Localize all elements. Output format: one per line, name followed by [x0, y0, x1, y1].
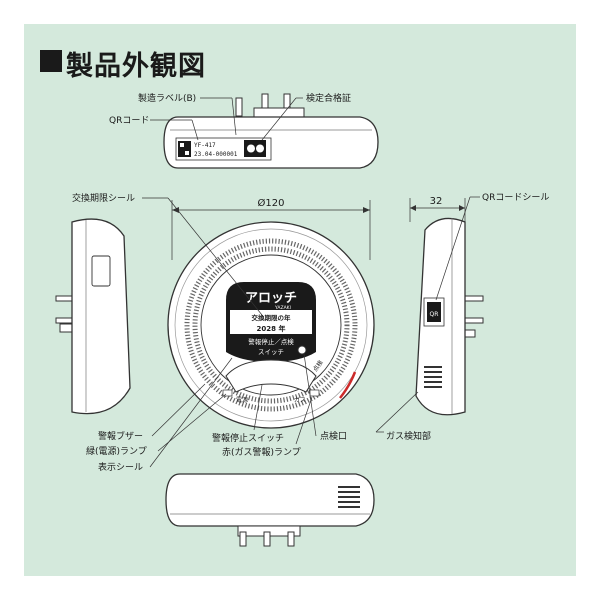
- side-vent-slots: [424, 366, 442, 388]
- left-view: [55, 218, 131, 415]
- dimension-depth: 32: [430, 196, 443, 207]
- qr-code-icon: [178, 141, 191, 157]
- model-text: YF-417: [194, 142, 216, 149]
- green-lamp: [222, 389, 233, 397]
- brand-logo: アロッチ: [245, 291, 297, 306]
- stop-switch-button[interactable]: [225, 359, 317, 393]
- bottom-view: [165, 473, 375, 547]
- top-prong: [235, 97, 243, 117]
- outer-ring-edge: [174, 228, 368, 422]
- replacement-line: 交換期限の年: [252, 313, 292, 322]
- lamp-right-text: ガス: [294, 396, 306, 404]
- left-prong: [55, 317, 73, 324]
- display-sticker-label: 表示シール: [98, 461, 143, 473]
- bottom-prong: [287, 531, 295, 547]
- left-prong: [55, 295, 73, 302]
- replacement-sticker: [230, 310, 312, 334]
- lamp-left-text: 電源: [236, 396, 248, 404]
- grille-ring: [184, 238, 358, 412]
- replacement-year: 2028 年: [257, 324, 286, 333]
- dimension-diameter: Ø120: [258, 197, 285, 209]
- qr-code-label: QRコード: [109, 116, 149, 126]
- bottom-vent-slots: [338, 486, 360, 508]
- right-view: QR 32 QRコードシール: [375, 193, 549, 433]
- right-prong: [464, 295, 484, 302]
- qr-code-icon: [180, 143, 184, 147]
- switch-text-line1: 警報停止／点検: [248, 337, 294, 346]
- bottom-prong: [263, 531, 271, 547]
- check-port-label: 点検口: [320, 430, 347, 442]
- brand-sub: YAZAKI: [274, 305, 291, 311]
- inspection-mark-icon: [247, 144, 255, 153]
- serial-text: 23.04-000001: [194, 151, 238, 158]
- manufacturing-label-label: 製造ラベル(B): [138, 92, 196, 104]
- stop-switch-label: 警報停止スイッチ: [212, 432, 284, 444]
- inspection-mark-label: 検定合格証: [306, 92, 351, 104]
- green-lamp-label: 緑(電源)ランプ: [86, 445, 147, 457]
- qr-sticker-text: QR: [430, 311, 439, 318]
- left-window: [91, 255, 111, 287]
- qr-sticker-label: QRコードシール: [482, 193, 549, 203]
- title-square-icon: [40, 50, 62, 72]
- left-body: [71, 218, 131, 415]
- red-lamp: [309, 389, 320, 397]
- red-accent-arc: [339, 371, 357, 399]
- top-view: YF-417 23.04-000001 製造ラベル(B) QRコード 検定合格証: [109, 92, 379, 169]
- front-view: Ø120 アロッチ YAZAKI 交換期限の年 2028 年 警報停止／点検 ス…: [72, 192, 431, 473]
- switch-text-line2: スイッチ: [258, 348, 284, 356]
- red-lamp-label: 赤(ガス警報)ランプ: [222, 446, 301, 458]
- page-title: 製品外観図: [66, 51, 206, 82]
- grille-ring: [192, 246, 350, 404]
- check-port[interactable]: [297, 345, 307, 355]
- right-prong: [464, 317, 484, 324]
- bottom-body: [165, 473, 375, 527]
- qr-sticker-icon: [427, 302, 441, 322]
- replacement-sticker-label: 交換期限シール: [72, 192, 135, 204]
- gas-detector-label: ガス検知部: [386, 430, 431, 442]
- buzzer-label: 警報ブザー: [98, 430, 143, 442]
- inspection-mark-icon: [256, 144, 264, 153]
- qr-code-icon: [185, 151, 189, 155]
- bottom-prong: [239, 531, 247, 547]
